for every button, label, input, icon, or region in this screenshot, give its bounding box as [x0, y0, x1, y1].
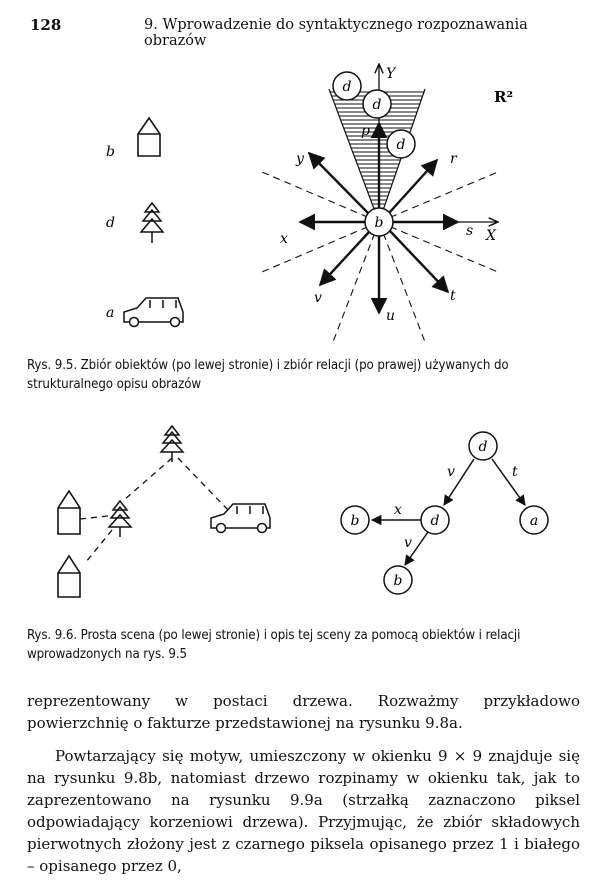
relation-label-s: s [466, 223, 473, 239]
object-label-b: b [106, 144, 115, 160]
page-header: 128 9. Wprowadzenie do syntaktycznego ro… [20, 16, 580, 49]
figure-9-6-caption: Rys. 9.6. Prosta scena (po lewej stronie… [27, 628, 521, 662]
y-axis-label: Y [386, 66, 397, 82]
page-number: 128 [30, 16, 62, 34]
body-paragraph-2: Powtarzający się motyw, umieszczony w ok… [27, 747, 580, 875]
svg-text:d: d [431, 513, 440, 529]
relation-label-t: t [450, 288, 456, 304]
running-title: 9. Wprowadzenie do syntaktycznego rozpoz… [144, 17, 528, 49]
svg-text:b: b [375, 215, 384, 231]
tree-icon [139, 201, 165, 243]
scene-house-top house-icon [57, 489, 81, 535]
relation-arrow-y [307, 151, 369, 214]
space-label: R² [494, 88, 513, 106]
figure-9-5-caption: Rys. 9.5. Zbiór obiektów (po lewej stron… [27, 358, 509, 392]
svg-text:b: b [351, 513, 360, 529]
object-car: a [106, 297, 184, 328]
relation-label-u: u [386, 308, 395, 324]
svg-text:d: d [373, 97, 382, 113]
relation-arrow-r [388, 158, 439, 214]
relation-arrow-v [318, 231, 370, 287]
svg-text:d: d [397, 137, 406, 153]
svg-text:d: d [343, 79, 352, 95]
relation-label-r: r [450, 151, 458, 167]
edge-d-b2 [404, 531, 429, 566]
relation-label-x: x [280, 231, 288, 247]
svg-text:b: b [394, 573, 403, 589]
tree-node-b2: b [383, 565, 413, 595]
tree-edges [370, 458, 526, 566]
relation-label-p: p [361, 123, 370, 139]
x-axis-label: X [485, 228, 497, 244]
scene-house-bottom house-icon [57, 554, 81, 598]
tree-node-a: a [519, 505, 549, 535]
scene-dashed-links [79, 457, 229, 563]
car-icon [123, 297, 184, 328]
cone-node-2: d [362, 89, 392, 119]
cone-node-1: d [332, 71, 362, 101]
tree-node-root-d: d [468, 431, 498, 461]
tree-node-b: b [340, 505, 370, 535]
scene-car car-icon [210, 503, 271, 534]
edge-label-v2: v [404, 535, 412, 551]
edge-label-v1: v [447, 464, 455, 480]
scene [57, 424, 271, 598]
edge-d-d [443, 458, 475, 506]
relation-arrows [298, 121, 460, 315]
svg-text:a: a [530, 513, 538, 529]
scene-tree-top tree-icon [159, 424, 185, 462]
sector-boundaries [261, 171, 499, 343]
edge-label-x: x [394, 502, 402, 518]
body-paragraph-1: reprezentowany w postaci drzewa. Rozważm… [27, 692, 580, 732]
object-label-a: a [106, 305, 114, 321]
object-label-d: d [106, 215, 115, 231]
object-house: b [106, 116, 161, 160]
figure-9-5: b d a R² [106, 0, 513, 343]
object-tree: d [106, 201, 165, 243]
house-icon [137, 116, 161, 157]
relation-arrow-t [389, 230, 450, 294]
center-node-b: b [364, 207, 394, 237]
relation-label-y: y [295, 151, 305, 167]
relation-label-v: v [314, 290, 322, 306]
tree-node-d: d [420, 505, 450, 535]
edge-label-t: t [512, 464, 518, 480]
svg-text:d: d [479, 439, 488, 455]
cone-node-3: d [386, 129, 416, 159]
edge-d-a [491, 458, 526, 506]
figure-9-6: v t x v d d a b b [57, 424, 549, 598]
scene-tree-middle tree-icon [107, 499, 133, 537]
